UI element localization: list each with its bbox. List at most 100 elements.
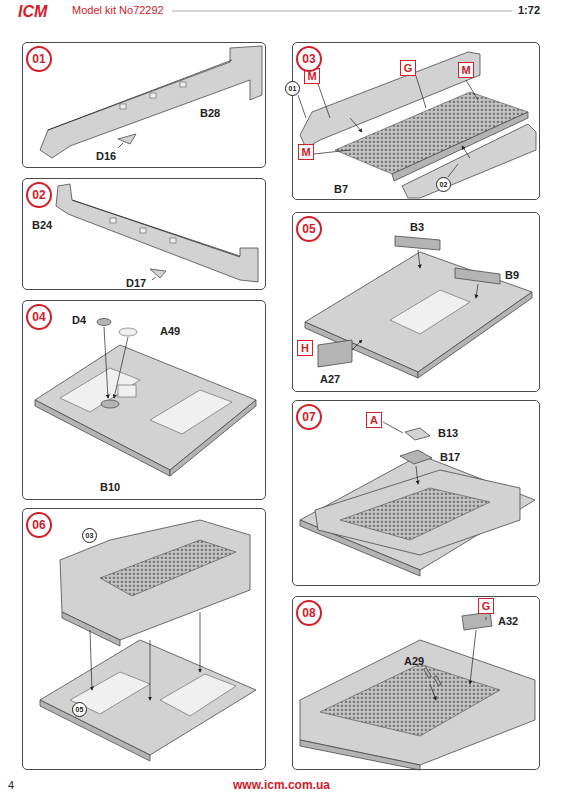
brand-logo: ICM [18,4,47,20]
assembly-b13-b17 [300,422,535,576]
step-panel: 03GMM01M02 [292,42,540,200]
drawing-stroke [340,488,490,540]
step-number-circle: 01 [26,46,52,72]
drawing-stroke [314,150,350,154]
drawing-stroke [170,238,176,243]
drawing-stroke [200,612,201,672]
drawing-stroke [462,146,470,158]
drawing-stroke [383,422,403,433]
step-number: 06 [32,519,45,531]
drawing-stroke [140,228,146,233]
subassembly-number: 01 [289,85,297,92]
paint-code: H [301,343,309,354]
paint-code-box: M [458,62,474,78]
drawing-stroke [119,328,137,336]
drawing-stroke [318,340,352,367]
step-number-circle: 07 [296,404,322,430]
page-number: 4 [8,780,14,791]
drawing-stroke [352,340,362,350]
subassembly-ref: 01 [285,81,300,96]
drawing-stroke [466,80,478,100]
drawing-stroke [110,218,116,223]
step-number-circle: 04 [26,304,52,330]
part-number: B28 [200,108,220,119]
subassembly-number: 03 [86,532,94,539]
drawing-stroke [315,470,520,555]
drawing-stroke [320,664,500,736]
drawing-stroke [318,84,330,118]
drawing-stroke [448,164,458,177]
paint-code: M [301,147,310,158]
drawing-stroke [40,46,262,158]
drawing-stroke [160,674,236,716]
part-number: B9 [505,270,519,281]
subassembly-ref: 03 [82,528,97,543]
drawing-stroke [300,740,420,770]
drawing-stroke [60,368,140,412]
drawing-stroke [100,540,236,596]
floor-b3-b9-a27 [305,236,532,378]
part-number: B10 [100,482,120,493]
drawing-stroke [405,428,430,440]
drawing-stroke [72,200,240,257]
paint-code: G [482,601,491,612]
step-number-circle: 03 [296,46,322,72]
drawing-stroke [35,400,170,476]
kit-number: Model kit No72292 [72,5,164,16]
step-number-circle: 08 [296,600,322,626]
paint-code-box: G [400,60,416,76]
subassembly-number: 02 [440,181,448,188]
drawing-stroke [305,322,418,378]
step-number-circle: 05 [296,216,322,242]
step-number: 07 [302,411,315,423]
part-number: A32 [498,616,518,627]
paint-code-box: H [297,340,313,356]
drawing-stroke [486,617,487,620]
wall-b24 [56,184,258,282]
step-panel: 060305 [22,508,266,770]
drawing-stroke [350,118,362,132]
drawing-stroke [150,269,166,278]
drawing-stroke [390,290,470,334]
drawing-stroke [70,672,150,714]
part-number: B3 [410,222,424,233]
drawing-stroke [300,455,535,570]
drawing-stroke [150,93,156,98]
website: www.icm.com.ua [233,779,330,791]
drawing-stroke [114,337,128,398]
header-rule [172,11,512,12]
drawing-stroke [430,684,436,700]
drawing-stroke [118,143,123,148]
paint-code-box: M [298,144,314,160]
part-number: B13 [438,428,458,439]
drawing-stroke [400,450,432,464]
wall-b28 [40,46,262,158]
step-number-circle: 02 [26,182,52,208]
drawing-stroke [416,466,418,484]
drawing-stroke [402,124,536,198]
step-panel: 05H [292,212,540,392]
drawing-stroke [395,236,440,250]
drawing-stroke [150,390,232,434]
step-number: 04 [32,311,45,323]
step-number: 03 [302,53,315,65]
drawing-stroke [97,319,111,326]
step-panel: 07A [292,400,540,586]
drawing-stroke [180,82,186,87]
part-number: D4 [72,315,86,326]
drawing-stroke [56,184,258,282]
part-number: A27 [320,374,340,385]
step-panel: 04 [22,300,266,500]
drawing-stroke [462,612,492,630]
fuselage-on-floor [40,520,256,761]
paint-code: M [461,65,470,76]
drawing-stroke [118,134,136,144]
part-number: D17 [126,278,146,289]
assembly-a29-a32 [300,612,535,770]
drawing-stroke [118,385,136,397]
drawing-stroke [152,277,156,280]
drawing-stroke [434,676,442,686]
fuselage-floor-b7 [298,52,536,198]
